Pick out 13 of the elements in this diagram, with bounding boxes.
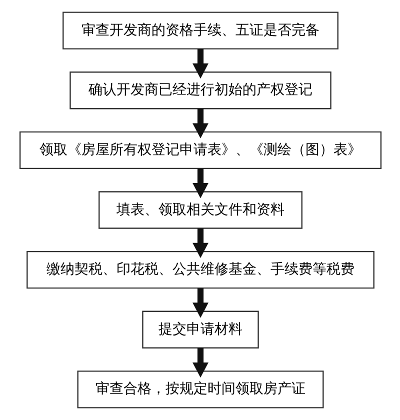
arrow [192, 108, 208, 138]
node-box: 提交申请材料 [142, 310, 258, 348]
node-box: 填表、领取相关文件和资料 [98, 191, 302, 229]
arrow [192, 168, 208, 198]
node-box: 领取《房屋所有权登记申请表》、《测绘（图）表》 [18, 131, 382, 170]
arrow [192, 48, 208, 79]
node-box: 审查合格，按规定时间领取房产证 [76, 370, 324, 408]
arrow [192, 348, 208, 378]
node-box: 确认开发商已经进行初始的产权登记 [69, 72, 331, 110]
arrow [192, 228, 208, 258]
node-box: 缴纳契税、印花税、公共维修基金、手续费等税费 [26, 250, 374, 289]
node-box: 审查开发商的资格手续、五证是否完备 [62, 12, 338, 50]
arrow [192, 288, 208, 318]
